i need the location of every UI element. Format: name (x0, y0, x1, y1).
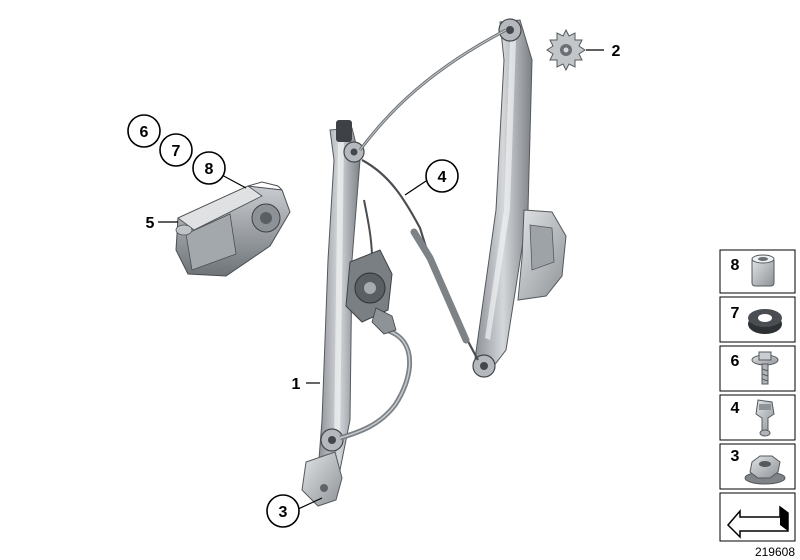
callout-1[interactable]: 1 (292, 376, 301, 393)
lower-bracket (301, 451, 343, 507)
cable-sheath (410, 228, 470, 344)
callout-4-label: 4 (438, 169, 447, 186)
callout-2[interactable]: 2 (612, 43, 621, 60)
callout-3-label: 3 (279, 504, 288, 521)
legend-row-7-label: 7 (731, 305, 740, 322)
clip-icon (755, 399, 775, 437)
direction-arrow-icon (726, 505, 789, 539)
callout-6-label: 6 (140, 124, 149, 141)
callout-8[interactable]: 8 (192, 151, 226, 185)
callout-5[interactable]: 5 (146, 215, 155, 232)
legend-row-8-label: 8 (731, 257, 740, 274)
window-regulator (301, 18, 567, 507)
upper-left-pulley (343, 141, 365, 163)
hex-nut-icon (744, 455, 786, 485)
legend-row-4[interactable]: 4 (719, 394, 796, 441)
diagram-id: 219608 (755, 545, 795, 559)
lower-right-pulley (472, 354, 496, 378)
legend-row-6[interactable]: 6 (719, 345, 796, 392)
lower-left-pulley (320, 428, 344, 452)
legend-row-3[interactable]: 3 (719, 443, 796, 490)
legend-row-3-label: 3 (731, 448, 740, 465)
drive-gear (546, 28, 586, 72)
leader-lines (158, 49, 604, 511)
callout-7[interactable]: 7 (159, 133, 193, 167)
parts-legend: 8 7 6 (719, 249, 796, 559)
callout-5-label: 5 (146, 215, 155, 232)
callout-3[interactable]: 3 (266, 494, 300, 528)
callout-1-label: 1 (292, 376, 301, 393)
callout-7-label: 7 (172, 143, 181, 160)
grommet-icon (748, 309, 782, 334)
legend-row-8[interactable]: 8 (719, 249, 796, 294)
callout-4[interactable]: 4 (425, 159, 459, 193)
callout-6[interactable]: 6 (127, 114, 161, 148)
upper-pulley (498, 18, 522, 42)
legend-row-4-label: 4 (731, 400, 740, 417)
legend-arrow-box (719, 492, 796, 542)
sleeve-icon (751, 254, 775, 287)
window-motor (175, 181, 291, 277)
cable-drum-unit (345, 249, 397, 335)
cable-upper (358, 28, 507, 151)
right-guide-rail (473, 19, 533, 377)
legend-row-7[interactable]: 7 (719, 296, 796, 343)
legend-row-6-label: 6 (731, 353, 740, 370)
callout-2-label: 2 (612, 43, 621, 60)
flange-screw-icon (751, 351, 779, 385)
left-rail-top-slider (336, 120, 352, 142)
callout-8-label: 8 (205, 161, 214, 178)
